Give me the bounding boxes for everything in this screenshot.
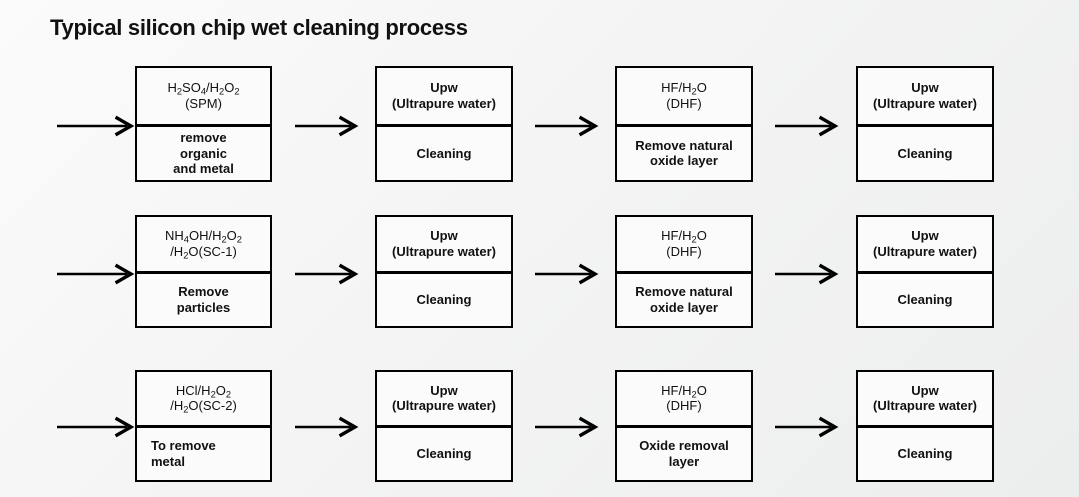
process-step-r2c3[interactable]: HF/H2O(DHF) Remove natural oxide layer: [615, 215, 753, 328]
chemical-label: H2SO4/H2O2(SPM): [167, 80, 240, 111]
purpose-label: Remove particles: [176, 284, 231, 315]
step-chemical-r3c3: HF/H2O(DHF): [617, 372, 751, 425]
arrow-row3-in: [55, 415, 140, 439]
chemical-label: HCl/H2O2/H2O(SC-2): [170, 382, 237, 416]
purpose-label: Cleaning: [416, 446, 472, 462]
purpose-label: Cleaning: [897, 292, 953, 308]
arrow-row3-2: [533, 415, 603, 439]
purpose-label: Oxide removal layer: [639, 438, 729, 469]
step-purpose-r3c4: Cleaning: [858, 424, 992, 480]
purpose-label: Remove natural oxide layer: [635, 137, 733, 169]
step-purpose-r3c3: Oxide removal layer: [617, 424, 751, 480]
step-chemical-r2c3: HF/H2O(DHF): [617, 217, 751, 271]
process-step-r3c3[interactable]: HF/H2O(DHF) Oxide removal layer: [615, 370, 753, 482]
step-chemical-r1c1: H2SO4/H2O2(SPM): [137, 68, 270, 124]
purpose-label: Cleaning: [416, 145, 472, 161]
chemical-label: NH4OH/H2O2/H2O(SC-1): [164, 228, 242, 261]
process-step-r3c1[interactable]: HCl/H2O2/H2O(SC-2) To remove metal: [135, 370, 272, 482]
step-chemical-r3c1: HCl/H2O2/H2O(SC-2): [137, 372, 270, 425]
step-purpose-r2c4: Cleaning: [858, 270, 992, 326]
chemical-label: HF/H2O(DHF): [661, 382, 707, 414]
chemical-label: Upw(Ultrapure water): [872, 80, 978, 111]
process-step-r1c3[interactable]: HF/H2O(DHF) Remove natural oxide layer: [615, 66, 753, 182]
purpose-label: To remove metal: [151, 438, 216, 469]
step-chemical-r2c2: Upw(Ultrapure water): [377, 217, 511, 271]
step-chemical-r3c4: Upw(Ultrapure water): [858, 372, 992, 425]
step-chemical-r2c1: NH4OH/H2O2/H2O(SC-1): [137, 217, 270, 271]
process-step-r1c2[interactable]: Upw(Ultrapure water) Cleaning: [375, 66, 513, 182]
arrow-row1-1: [293, 114, 363, 138]
process-step-r2c2[interactable]: Upw(Ultrapure water) Cleaning: [375, 215, 513, 328]
arrow-row3-3: [773, 415, 843, 439]
process-step-r3c4[interactable]: Upw(Ultrapure water) Cleaning: [856, 370, 994, 482]
chemical-label: HF/H2O(DHF): [661, 80, 707, 111]
step-purpose-r1c4: Cleaning: [858, 123, 992, 180]
chemical-label: Upw(Ultrapure water): [391, 80, 497, 111]
step-purpose-r1c2: Cleaning: [377, 123, 511, 180]
arrow-row1-3: [773, 114, 843, 138]
chemical-label: Upw(Ultrapure water): [391, 382, 497, 414]
arrow-row2-in: [55, 262, 140, 286]
process-step-r1c4[interactable]: Upw(Ultrapure water) Cleaning: [856, 66, 994, 182]
step-purpose-r1c3: Remove natural oxide layer: [617, 123, 751, 180]
chemical-label: Upw(Ultrapure water): [391, 228, 497, 259]
arrow-row2-2: [533, 262, 603, 286]
chemical-label: HF/H2O(DHF): [661, 228, 707, 259]
step-purpose-r1c1: remove organic and metal: [137, 123, 270, 180]
step-purpose-r2c3: Remove natural oxide layer: [617, 270, 751, 326]
process-step-r2c1[interactable]: NH4OH/H2O2/H2O(SC-1) Remove particles: [135, 215, 272, 328]
arrow-row1-in: [55, 114, 140, 138]
purpose-label: Cleaning: [416, 292, 472, 308]
arrow-row3-1: [293, 415, 363, 439]
process-step-r1c1[interactable]: H2SO4/H2O2(SPM) remove organic and metal: [135, 66, 272, 182]
purpose-label: Cleaning: [897, 446, 953, 462]
step-chemical-r2c4: Upw(Ultrapure water): [858, 217, 992, 271]
arrow-row2-3: [773, 262, 843, 286]
chemical-label: Upw(Ultrapure water): [872, 228, 978, 259]
arrow-row1-2: [533, 114, 603, 138]
step-chemical-r1c3: HF/H2O(DHF): [617, 68, 751, 124]
step-chemical-r1c2: Upw(Ultrapure water): [377, 68, 511, 124]
step-purpose-r3c1: To remove metal: [137, 424, 270, 480]
step-chemical-r1c4: Upw(Ultrapure water): [858, 68, 992, 124]
arrow-row2-1: [293, 262, 363, 286]
step-purpose-r3c2: Cleaning: [377, 424, 511, 480]
purpose-label: Remove natural oxide layer: [635, 284, 733, 315]
purpose-label: Cleaning: [897, 145, 953, 161]
process-step-r2c4[interactable]: Upw(Ultrapure water) Cleaning: [856, 215, 994, 328]
purpose-label: remove organic and metal: [173, 129, 234, 177]
chemical-label: Upw(Ultrapure water): [872, 382, 978, 414]
step-purpose-r2c2: Cleaning: [377, 270, 511, 326]
page-title: Typical silicon chip wet cleaning proces…: [50, 15, 468, 40]
step-chemical-r3c2: Upw(Ultrapure water): [377, 372, 511, 425]
step-purpose-r2c1: Remove particles: [137, 270, 270, 326]
process-step-r3c2[interactable]: Upw(Ultrapure water) Cleaning: [375, 370, 513, 482]
